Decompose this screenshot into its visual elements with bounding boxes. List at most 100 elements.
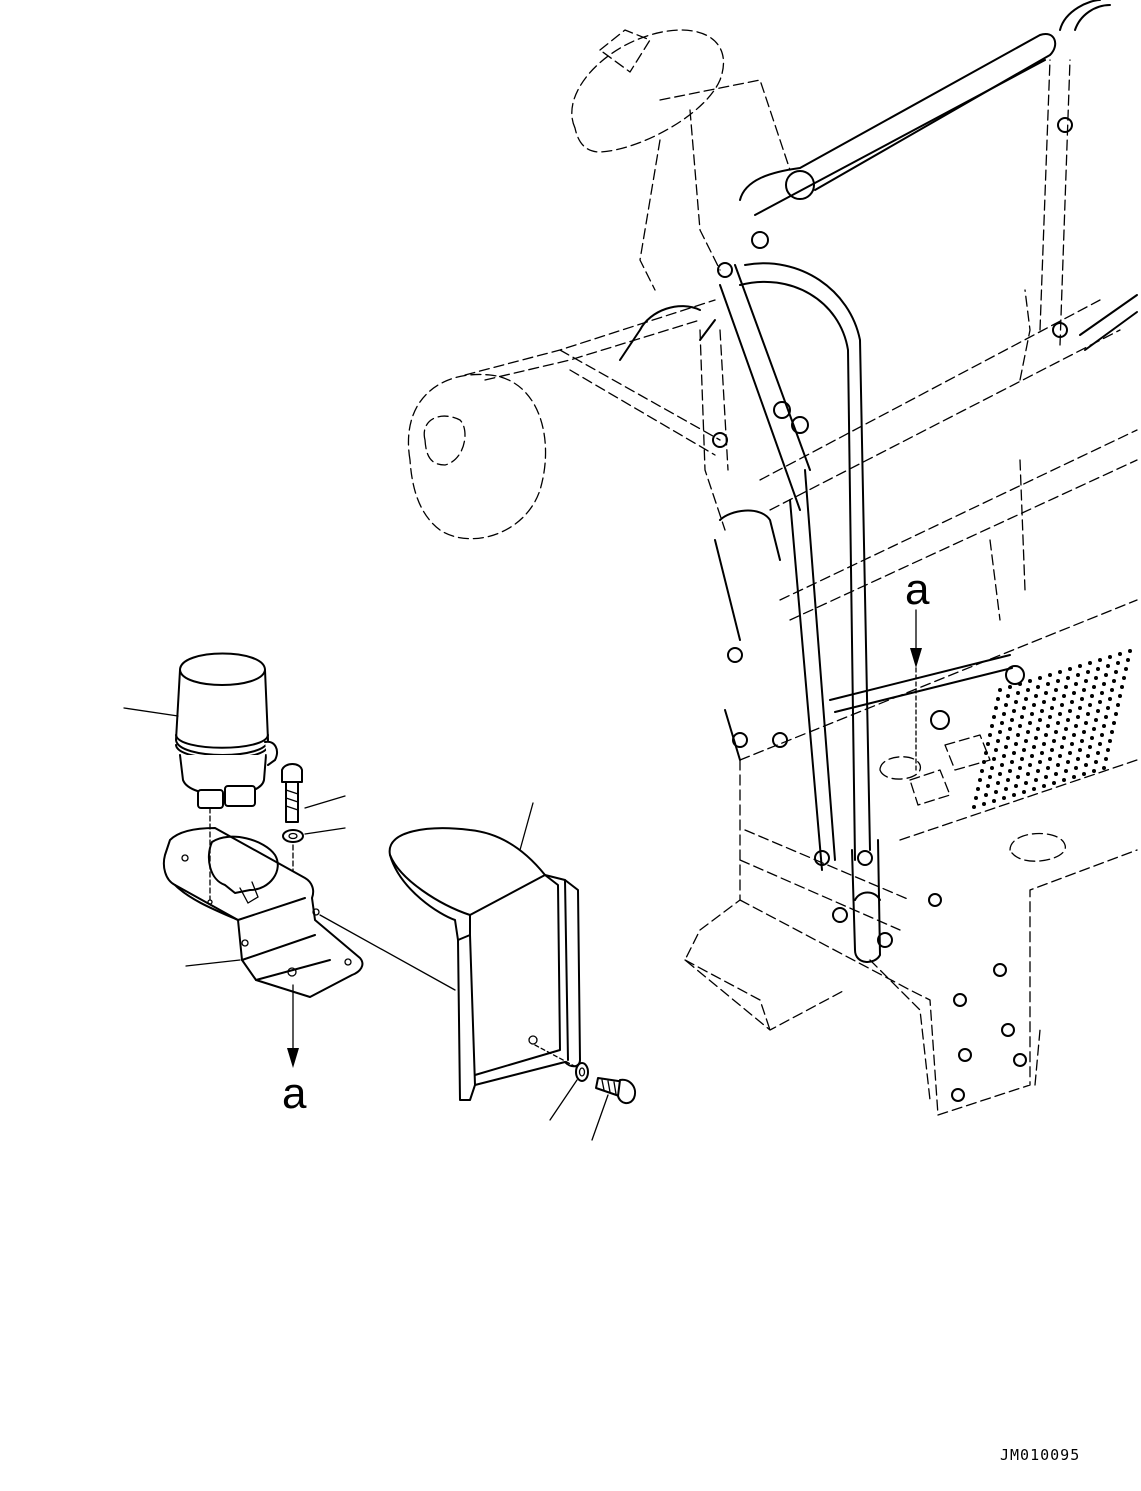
perforation-dot xyxy=(1080,697,1084,701)
perforation-dot xyxy=(996,781,1000,785)
perforation-dot xyxy=(1072,691,1076,695)
perforation-dot xyxy=(1048,673,1052,677)
perforation-dot xyxy=(1002,754,1006,758)
perforation-dot xyxy=(1118,652,1122,656)
perforation-dot xyxy=(1102,682,1106,686)
perforation-dot xyxy=(1096,751,1100,755)
perforation-dot xyxy=(1024,739,1028,743)
perforation-dot xyxy=(1042,700,1046,704)
perforation-dot xyxy=(1070,742,1074,746)
perforation-dot xyxy=(1126,658,1130,662)
perforation-dot xyxy=(1056,721,1060,725)
perforation-dot xyxy=(1060,703,1064,707)
perforation-dot xyxy=(1038,676,1042,680)
perforation-dot xyxy=(1012,709,1016,713)
perforation-dot xyxy=(1014,742,1018,746)
perforation-dot xyxy=(1072,733,1076,737)
perforation-dot xyxy=(1078,706,1082,710)
perforation-dot xyxy=(1002,712,1006,716)
perforation-dot xyxy=(1086,670,1090,674)
perforation-dot xyxy=(1046,724,1050,728)
perforation-dot xyxy=(1072,775,1076,779)
perforation-dot xyxy=(1048,715,1052,719)
perforation-dot xyxy=(1068,667,1072,671)
perforation-dot xyxy=(1100,733,1104,737)
perforation-dot xyxy=(1088,661,1092,665)
perforation-dot xyxy=(1032,703,1036,707)
perforation-dot xyxy=(998,730,1002,734)
perforation-dot xyxy=(1016,691,1020,695)
perforation-dot xyxy=(1068,709,1072,713)
perforation-dot xyxy=(1044,775,1048,779)
perforation-dot xyxy=(1058,712,1062,716)
perforation-dot xyxy=(1036,727,1040,731)
perforation-dot xyxy=(1066,718,1070,722)
perforation-dot xyxy=(1004,787,1008,791)
perforation-dot xyxy=(1006,694,1010,698)
perforation-dot xyxy=(994,790,998,794)
perforation-dot xyxy=(1042,784,1046,788)
perforation-dot xyxy=(1018,766,1022,770)
perforation-dot xyxy=(1002,796,1006,800)
perforation-dot xyxy=(992,715,996,719)
reference-label-upper: a xyxy=(905,565,930,614)
protective-cover xyxy=(388,802,581,1101)
perforation-dot xyxy=(1122,676,1126,680)
deck-perforations xyxy=(972,649,1132,809)
perforation-dot xyxy=(1000,721,1004,725)
perforation-dot xyxy=(1036,685,1040,689)
perforation-dot xyxy=(1100,691,1104,695)
perforation-dot xyxy=(1106,706,1110,710)
perforation-dot xyxy=(992,757,996,761)
perforation-dot xyxy=(1032,787,1036,791)
perforation-dot xyxy=(1054,730,1058,734)
perforation-dot xyxy=(988,733,992,737)
perforation-dot xyxy=(1054,772,1058,776)
perforation-dot xyxy=(1110,688,1114,692)
perforation-dot xyxy=(1082,772,1086,776)
perforation-dot xyxy=(1092,769,1096,773)
perforation-dot xyxy=(1082,688,1086,692)
perforation-dot xyxy=(998,688,1002,692)
perforation-dot xyxy=(1128,649,1132,653)
drawing-code: JM010095 xyxy=(1000,1446,1080,1464)
perforation-dot xyxy=(1084,721,1088,725)
mounting-bracket xyxy=(162,807,364,998)
perforation-dot xyxy=(1110,730,1114,734)
perforation-dot xyxy=(1058,670,1062,674)
perforation-dot xyxy=(1104,715,1108,719)
perforation-dot xyxy=(1056,763,1060,767)
perforation-dot xyxy=(1022,748,1026,752)
perforation-dot xyxy=(982,760,986,764)
perforation-dot xyxy=(1074,682,1078,686)
perforation-dot xyxy=(1016,775,1020,779)
perforation-dot xyxy=(1008,769,1012,773)
perforation-dot xyxy=(1042,742,1046,746)
perforation-dot xyxy=(1006,778,1010,782)
perforation-dot xyxy=(1016,733,1020,737)
perforation-dot xyxy=(1080,739,1084,743)
perforation-dot xyxy=(994,706,998,710)
perforation-dot xyxy=(1076,715,1080,719)
perforation-dot xyxy=(1086,754,1090,758)
perforation-dot xyxy=(1048,757,1052,761)
perforation-dot xyxy=(986,784,990,788)
perforation-dot xyxy=(1032,745,1036,749)
perforation-dot xyxy=(988,775,992,779)
perforation-dot xyxy=(1064,727,1068,731)
perforation-dot xyxy=(1108,697,1112,701)
perforation-dot xyxy=(1046,766,1050,770)
perforation-dot xyxy=(1088,703,1092,707)
perforation-dot xyxy=(1020,715,1024,719)
perforation-dot xyxy=(1090,694,1094,698)
perforation-dot xyxy=(1000,763,1004,767)
perforation-dot xyxy=(1010,760,1014,764)
perforation-dot xyxy=(1092,685,1096,689)
perforation-dot xyxy=(972,805,976,809)
perforation-dot xyxy=(1004,745,1008,749)
perforation-dot xyxy=(1112,721,1116,725)
perforation-dot xyxy=(1052,781,1056,785)
perforation-dot xyxy=(1060,745,1064,749)
perforation-dot xyxy=(976,787,980,791)
